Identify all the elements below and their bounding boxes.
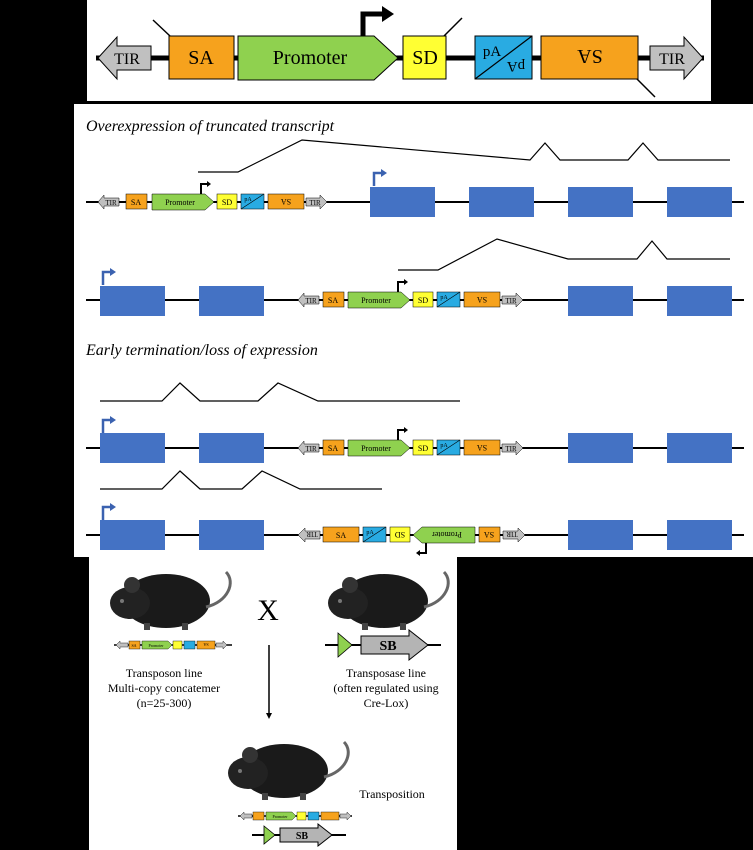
svg-text:TIR: TIR (305, 445, 317, 453)
middle-panel (74, 104, 753, 557)
tir-left-label: TIR (114, 51, 140, 68)
mouse-icon (228, 740, 350, 800)
exon (568, 520, 633, 550)
svg-text:TIR: TIR (506, 530, 518, 538)
svg-text:SD: SD (418, 296, 428, 305)
svg-text:SD: SD (395, 530, 405, 539)
transposon-construct-large: TIR SA Promoter SD pA pA SA TIR (96, 6, 704, 98)
svg-text:TIR: TIR (305, 297, 317, 305)
overexpression-title: Overexpression of truncated transcript (86, 118, 335, 135)
early-termination-title: Early termination/loss of expression (85, 342, 318, 359)
svg-text:SA: SA (328, 444, 338, 453)
sd-label: SD (412, 47, 438, 69)
mini-construct-reversed: TIR SA pA SD Promoter SA TIR (297, 526, 526, 556)
transposition-label: Transposition (359, 787, 425, 801)
svg-text:Promoter: Promoter (165, 198, 195, 207)
svg-text:SD: SD (418, 444, 428, 453)
svg-text:TIR: TIR (306, 530, 318, 538)
exon (100, 433, 165, 463)
exon (568, 433, 633, 463)
exon (199, 286, 264, 316)
svg-text:(often regulated using: (often regulated using (333, 681, 438, 695)
svg-text:SA: SA (131, 643, 136, 648)
exon (199, 520, 264, 550)
svg-text:Cre-Lox): Cre-Lox) (364, 696, 409, 710)
mini-construct: TIR SA Promoter SD pA SA TIR (97, 181, 328, 211)
tir-right-label: TIR (659, 51, 685, 68)
promoter-label: Promoter (273, 47, 348, 69)
splice-path (398, 238, 730, 271)
svg-text:SA: SA (336, 531, 346, 540)
pa-label-inverted: pA (507, 58, 526, 74)
sd-box (402, 35, 447, 80)
svg-text:(n=25-300): (n=25-300) (137, 696, 192, 710)
svg-text:TIR: TIR (505, 445, 517, 453)
exon (667, 433, 732, 463)
svg-text:SA: SA (477, 295, 487, 304)
mini-construct: TIR SA Promoter SD pA SA TIR (297, 279, 524, 309)
sa-label: SA (188, 47, 214, 69)
splice-path (100, 382, 460, 402)
exon (469, 187, 534, 217)
tir-right (649, 35, 704, 81)
svg-text:Transposon line: Transposon line (126, 666, 203, 680)
svg-text:Promoter: Promoter (432, 530, 462, 539)
svg-text:SA: SA (484, 530, 494, 539)
svg-text:SA: SA (281, 197, 291, 206)
splice-path (198, 139, 730, 173)
row-early-termination-1: TIR SA Promoter SD pA SA TIR (86, 382, 744, 463)
sa-inverted-label: SA (577, 45, 603, 67)
exon (568, 286, 633, 316)
sb-label: SB (379, 639, 396, 654)
row-early-termination-2: TIR SA pA SD Promoter SA TIR (86, 470, 744, 556)
svg-text:pA: pA (440, 443, 448, 449)
row-overexpression-1: TIR SA Promoter SD pA SA TIR (86, 139, 744, 217)
mouse-icon (328, 570, 450, 630)
transcription-start-arrow-icon (360, 11, 384, 36)
sb-construct-small: SB (252, 822, 346, 848)
svg-text:SD: SD (222, 198, 232, 207)
sb-construct: SB (325, 628, 441, 662)
svg-text:Promoter: Promoter (361, 444, 391, 453)
svg-text:TIR: TIR (505, 297, 517, 305)
svg-text:Promoter: Promoter (361, 296, 391, 305)
svg-text:SA: SA (203, 642, 208, 647)
transposase-line-caption: Transposase line (often regulated using … (333, 666, 438, 710)
svg-text:pA: pA (366, 530, 374, 536)
svg-text:Promoter: Promoter (149, 643, 165, 648)
svg-text:Promoter: Promoter (273, 814, 289, 819)
pa-label: pA (483, 44, 502, 60)
sa-box (168, 35, 235, 80)
mouse-icon (110, 570, 232, 630)
svg-text:TIR: TIR (105, 199, 117, 207)
mini-construct: Promoter (238, 811, 352, 821)
splice-path (100, 470, 382, 490)
promoter-box (237, 35, 399, 81)
exon (100, 520, 165, 550)
tir-left (97, 35, 152, 81)
mini-construct: SA Promoter SA (114, 640, 232, 650)
svg-text:SA: SA (477, 443, 487, 452)
row-overexpression-2: TIR SA Promoter SD pA SA TIR (86, 238, 744, 316)
svg-text:SB: SB (296, 831, 309, 842)
svg-text:SA: SA (328, 296, 338, 305)
svg-text:pA: pA (244, 197, 252, 203)
exon (568, 187, 633, 217)
exon (667, 286, 732, 316)
transposon-line-caption: Transposon line Multi-copy concatemer (n… (108, 666, 220, 710)
exon (100, 286, 165, 316)
svg-text:pA: pA (440, 295, 448, 301)
exon (667, 187, 732, 217)
exon (199, 433, 264, 463)
mini-construct: TIR SA Promoter SD pA SA TIR (297, 427, 524, 457)
exon (667, 520, 732, 550)
sa-inverted-box (540, 35, 639, 80)
svg-text:SA: SA (131, 198, 141, 207)
exon (370, 187, 435, 217)
svg-text:Multi-copy concatemer: Multi-copy concatemer (108, 681, 220, 695)
svg-text:Transposase line: Transposase line (346, 666, 426, 680)
svg-text:TIR: TIR (309, 199, 321, 207)
cross-symbol: X (257, 594, 279, 627)
